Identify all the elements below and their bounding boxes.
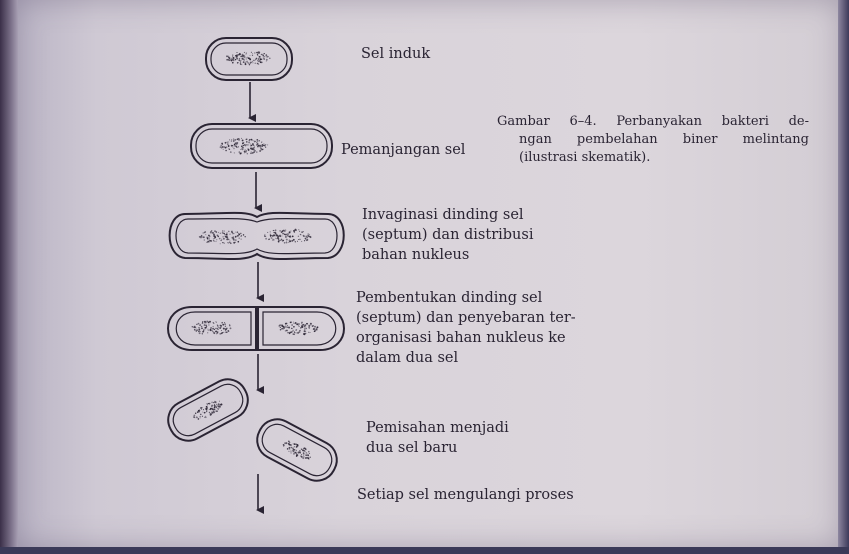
page-bottom-edge [0,547,849,554]
page-right-edge [838,0,849,554]
stage-label-elongation: Pemanjangan sel [341,142,466,158]
stage-label-invagination: Invaginasi dinding sel (septum) dan dist… [362,207,534,263]
stage-label-septum-formation: Pembentukan dinding sel (septum) dan pen… [356,290,576,366]
nuclear-material-stipple [193,400,223,420]
cell-separated-right [256,418,338,482]
nuclear-material-stipple [219,137,269,155]
paper-sheet [14,0,842,548]
nuclear-material-stipple [191,320,232,335]
caption-line-3: (ilustrasi skematik). [519,150,651,165]
cell-elongated [190,123,333,169]
nuclear-material-stipple [226,51,271,66]
caption-line-2: ngan pembelahan biner melintang [519,132,809,147]
stage-label-separation: Pemisahan menjadi dua sel baru [366,420,509,456]
cell-septum-formation [167,306,345,351]
cell-invagination [168,211,345,260]
nuclear-material-stipple [263,228,312,244]
figure-caption: Gambar 6–4. Perbanyakan bakteri de- ngan… [497,113,809,167]
nuclear-material-stipple [198,230,246,245]
cell-mother [205,37,293,81]
stage-label-repeat: Setiap sel mengulangi proses [357,487,574,503]
nuclear-material-stipple [278,321,319,336]
stage-label-mother-cell: Sel induk [361,46,431,62]
page-binding-edge [0,0,18,554]
caption-line-1: Gambar 6–4. Perbanyakan bakteri de- [497,114,809,129]
nuclear-material-stipple [282,440,311,460]
cell-separated-left [167,378,249,442]
